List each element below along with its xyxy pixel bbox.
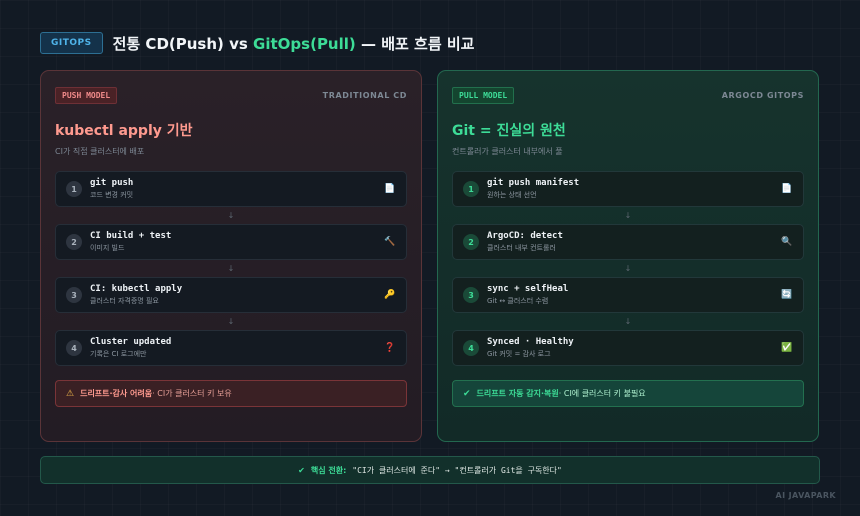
- title-prefix: 전통 CD(Push) vs: [112, 34, 254, 53]
- step-desc: Git 커밋 = 감사 로그: [487, 350, 551, 358]
- warning-icon: ⚠: [66, 388, 75, 399]
- hammer-icon: 🔨: [384, 237, 396, 247]
- pull-model-badge: PULL MODEL: [452, 87, 515, 104]
- push-step-1: 1 git push 코드 변경 커밋 📄: [55, 171, 407, 207]
- step-desc: 이미지 빌드: [90, 244, 125, 252]
- title-suffix: — 배포 흐름 비교: [355, 34, 475, 53]
- push-model-badge: PUSH MODEL: [55, 87, 118, 104]
- push-step-2: 2 CI build + test 이미지 빌드 🔨: [55, 224, 407, 260]
- push-step-3: 3 CI: kubectl apply 클러스터 자격증명 필요 🔑: [55, 277, 407, 313]
- arrow-down-icon: ↓: [227, 264, 235, 273]
- pull-side-label: ARGOCD GITOPS: [721, 91, 804, 100]
- push-step-4: 4 Cluster updated 기록은 CI 로그에만 ❓: [55, 330, 407, 366]
- question-icon: ❓: [384, 343, 396, 353]
- magnifier-icon: 🔍: [781, 237, 793, 247]
- step-number: 2: [463, 234, 479, 250]
- pull-model-panel: PULL MODEL ARGOCD GITOPS Git = 진실의 원천 컨트…: [437, 70, 819, 442]
- step-desc: 코드 변경 커밋: [90, 191, 134, 199]
- brand-watermark: AI JAVAPARK: [775, 491, 836, 500]
- arrow-down-icon: ↓: [227, 317, 235, 326]
- key-icon: 🔑: [384, 290, 396, 300]
- arrow-down-icon: ↓: [624, 264, 632, 273]
- warning-rest-text: · CI가 클러스터 키 보유: [152, 389, 232, 398]
- check-box-icon: ✅: [781, 343, 793, 353]
- step-title: ArgoCD: detect: [487, 231, 563, 241]
- step-number: 4: [463, 340, 479, 356]
- document-icon: 📄: [781, 184, 793, 194]
- arrow-down-icon: ↓: [624, 211, 632, 220]
- step-title: git push: [90, 178, 134, 188]
- step-desc: Git ↔ 클러스터 수렴: [487, 297, 549, 305]
- arrow-down-icon: ↓: [624, 317, 632, 326]
- step-desc: 클러스터 내부 컨트롤러: [487, 244, 556, 252]
- step-number: 1: [66, 181, 82, 197]
- step-title: Cluster updated: [90, 337, 172, 347]
- step-number: 3: [463, 287, 479, 303]
- pull-steps: 1 git push manifest 원하는 상태 선언 📄 ↓ 2 ArgoC…: [452, 171, 804, 366]
- success-strong-text: 드리프트 자동 감지·복원: [476, 389, 559, 398]
- push-side-label: TRADITIONAL CD: [322, 91, 407, 100]
- page-title: 전통 CD(Push) vs GitOps(Pull) — 배포 흐름 비교: [113, 33, 475, 54]
- step-desc: 원하는 상태 선언: [487, 191, 537, 199]
- push-steps: 1 git push 코드 변경 커밋 📄 ↓ 2 CI build + test…: [55, 171, 407, 366]
- takeaway-label: 핵심 전환:: [310, 465, 347, 475]
- step-number: 2: [66, 234, 82, 250]
- success-rest-text: · CI에 클러스터 키 불필요: [558, 389, 646, 398]
- step-title: sync + selfHeal: [487, 284, 569, 294]
- push-model-panel: PUSH MODEL TRADITIONAL CD kubectl apply …: [40, 70, 422, 442]
- step-desc: 기록은 CI 로그에만: [90, 350, 147, 358]
- document-icon: 📄: [384, 184, 396, 194]
- push-heading: kubectl apply 기반: [55, 123, 193, 139]
- warning-strong-text: 드리프트·감사 어려움: [80, 389, 153, 398]
- step-number: 4: [66, 340, 82, 356]
- step-title: git push manifest: [487, 178, 580, 188]
- gitops-tag: GITOPS: [40, 32, 103, 54]
- pull-step-1: 1 git push manifest 원하는 상태 선언 📄: [452, 171, 804, 207]
- pull-success-callout: ✔ 드리프트 자동 감지·복원 · CI에 클러스터 키 불필요: [452, 380, 804, 407]
- pull-subtitle: 컨트롤러가 클러스터 내부에서 풀: [452, 147, 563, 156]
- step-title: CI build + test: [90, 231, 172, 241]
- header: GITOPS 전통 CD(Push) vs GitOps(Pull) — 배포 …: [40, 32, 474, 54]
- step-number: 3: [66, 287, 82, 303]
- push-subtitle: CI가 직접 클러스터에 배포: [55, 147, 145, 156]
- takeaway-message: "CI가 클러스터에 준다" → "컨트롤러가 Git을 구독한다": [352, 465, 562, 475]
- step-title: Synced · Healthy: [487, 337, 574, 347]
- step-title: CI: kubectl apply: [90, 284, 183, 294]
- check-icon: ✔: [463, 388, 471, 399]
- key-takeaway-bar: ✔ 핵심 전환: "CI가 클러스터에 준다" → "컨트롤러가 Git을 구독…: [40, 456, 820, 484]
- push-warning-callout: ⚠ 드리프트·감사 어려움 · CI가 클러스터 키 보유: [55, 380, 407, 407]
- step-desc: 클러스터 자격증명 필요: [90, 297, 159, 305]
- arrow-down-icon: ↓: [227, 211, 235, 220]
- check-icon: ✔: [298, 465, 305, 475]
- pull-step-2: 2 ArgoCD: detect 클러스터 내부 컨트롤러 🔍: [452, 224, 804, 260]
- sync-icon: 🔄: [781, 290, 793, 300]
- step-number: 1: [463, 181, 479, 197]
- pull-heading: Git = 진실의 원천: [452, 123, 566, 139]
- title-highlight: GitOps(Pull): [253, 34, 356, 53]
